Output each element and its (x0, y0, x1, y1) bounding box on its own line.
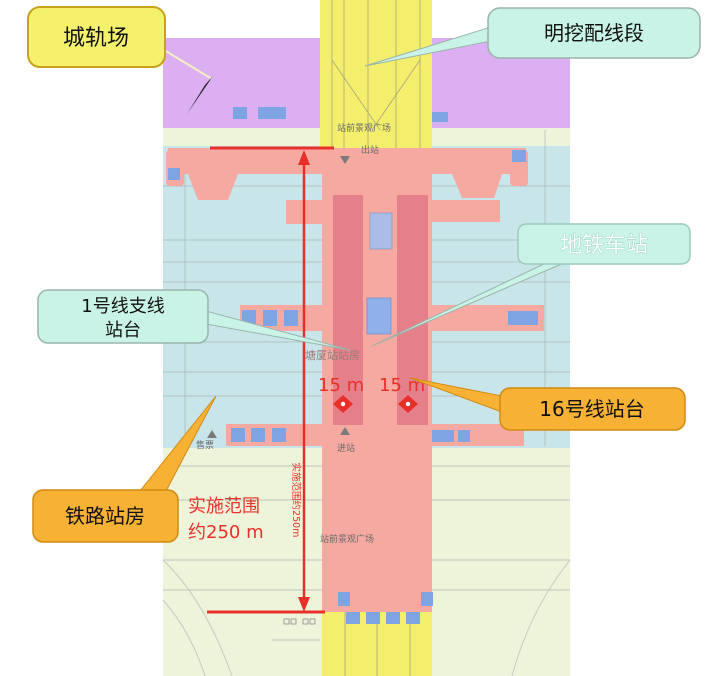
callout-railway-station-building: 铁路站房 (32, 395, 217, 543)
line16-platform (397, 195, 428, 425)
entrance-arrow-icon (340, 427, 350, 435)
callout-railway-station-building-label: 铁路站房 (65, 504, 145, 528)
callout-metro-station: 地铁车站 (371, 223, 691, 347)
callout-box (517, 223, 691, 265)
station-core-block-south (366, 297, 392, 335)
escalators (168, 107, 538, 624)
small-mark (290, 618, 297, 625)
road-curve (162, 559, 233, 676)
escalator (406, 612, 420, 624)
callout-tail (187, 76, 213, 114)
station-building-label: 塘厦站站房 (305, 348, 360, 362)
site-plan: 站前景观广场 出站 塘厦站站房 进站 售票 站前景观广场 (162, 0, 571, 676)
escalator (168, 168, 180, 180)
escalator (421, 592, 433, 606)
north-concourse-bar (168, 148, 526, 174)
callout-box (32, 489, 179, 543)
dimension-markings: 实施范围约250m 实施范围 约250 m 15 m 15 m (188, 146, 425, 614)
escalator (251, 428, 265, 442)
arrow-up-icon (298, 150, 310, 165)
passage-arm-east-3 (432, 424, 524, 446)
callout-box (499, 387, 686, 431)
escalator (512, 150, 526, 162)
platform-marker-dot (340, 401, 346, 407)
callout-open-cut-section-label: 明挖配线段 (544, 21, 644, 45)
callout-open-cut-section: 明挖配线段 (364, 7, 701, 67)
bottom-marks (283, 618, 316, 625)
small-mark (309, 618, 316, 625)
escalator (258, 107, 286, 119)
line1-branch-platform (333, 195, 363, 425)
callout-line16-platform-label: 16号线站台 (539, 397, 644, 421)
arrow-down-icon (298, 597, 310, 612)
platform-width-right: 15 m (379, 375, 425, 396)
small-mark (283, 618, 290, 625)
callout-city-rail-yard-label: 城轨场 (63, 26, 129, 51)
south-plaza-label: 站前景观广场 (320, 533, 374, 545)
platforms (333, 195, 428, 425)
escalator (346, 612, 360, 624)
scope-label-line2: 约250 m (188, 522, 264, 543)
plan-labels: 站前景观广场 出站 塘厦站站房 进站 售票 站前景观广场 (196, 122, 391, 545)
escalator (432, 112, 448, 122)
callout-line1-branch-platform: 1号线支线 站台 (37, 289, 351, 351)
platform-width-left: 15 m (318, 375, 364, 396)
escalator (284, 310, 298, 326)
road-curve (511, 559, 571, 676)
escalator (366, 612, 380, 624)
passage-arm-east-1 (432, 200, 500, 222)
track-line (331, 59, 381, 131)
station-core-block-north (369, 212, 393, 250)
ticketing-label: 售票 (196, 439, 214, 451)
stair-funnel-west (188, 174, 238, 200)
escalator (231, 428, 245, 442)
escalator (338, 592, 350, 606)
escalator (508, 311, 538, 325)
callout-tail-connector (163, 49, 213, 80)
road-curve (162, 599, 206, 676)
escalator (458, 430, 470, 442)
scope-vertical-label: 实施范围约250m (290, 463, 302, 538)
callout-metro-station-label: 地铁车站 (560, 233, 648, 258)
stair-funnel-east (452, 174, 502, 198)
callout-box (487, 7, 701, 59)
callout-city-rail-yard: 城轨场 (27, 6, 213, 114)
track-line (371, 59, 421, 131)
callout-line1-branch-label-line2: 站台 (105, 320, 141, 341)
entrance-label: 进站 (337, 442, 355, 454)
callout-line16-platform: 16号线站台 (409, 377, 686, 431)
platform-marker-dot (405, 401, 411, 407)
scope-label-line1: 实施范围 (188, 496, 260, 517)
escalator (263, 310, 277, 326)
escalator (233, 107, 247, 119)
ticketing-arrow-icon (207, 430, 217, 438)
callout-line1-branch-label-line1: 1号线支线 (81, 296, 164, 317)
north-plaza-label: 站前景观广场 (337, 122, 391, 134)
escalator (386, 612, 400, 624)
exit-arrow-icon (340, 156, 350, 164)
small-mark (302, 618, 309, 625)
road-curves (162, 559, 571, 676)
exit-label: 出站 (361, 144, 379, 156)
escalator (272, 428, 286, 442)
callout-box (27, 6, 166, 68)
open-cut-band-north (320, 0, 432, 150)
escalator (432, 430, 454, 442)
callout-box (37, 289, 209, 344)
